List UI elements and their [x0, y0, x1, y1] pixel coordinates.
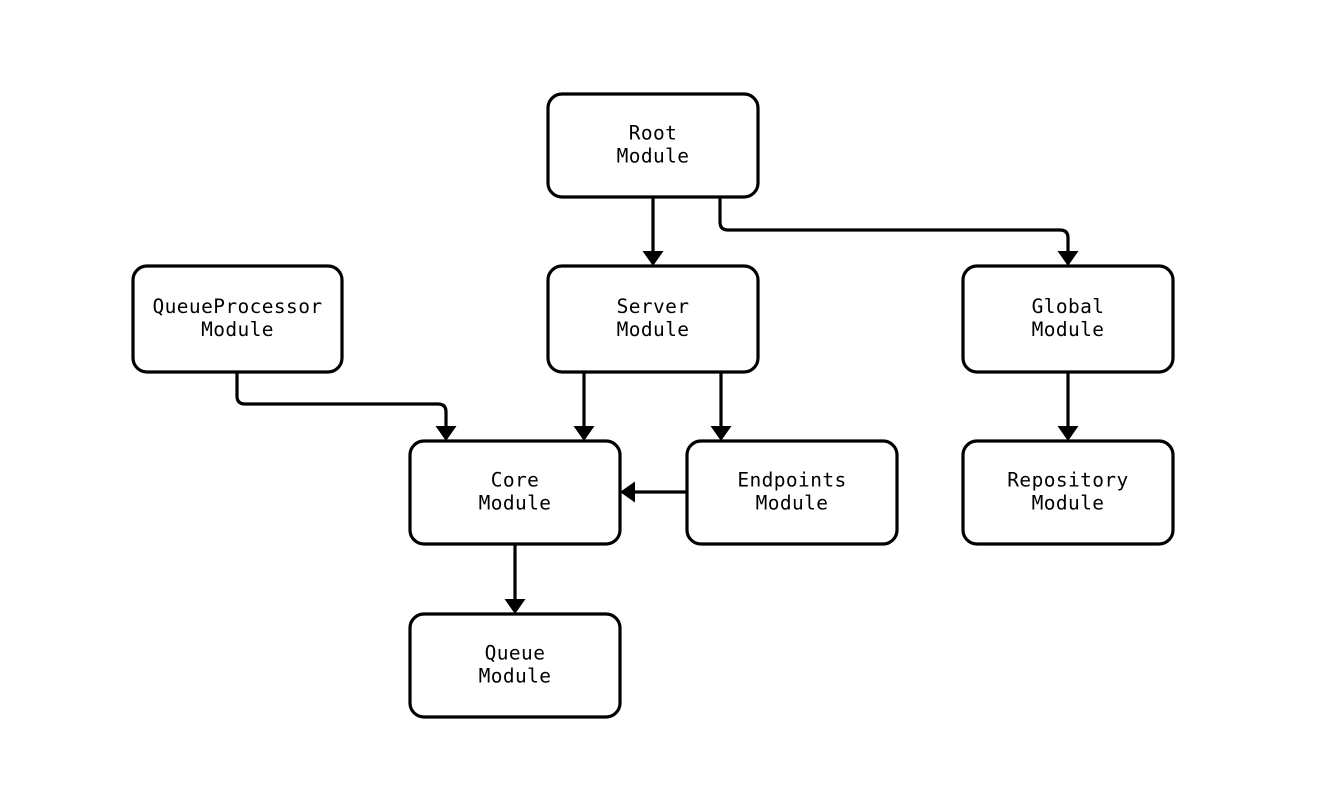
edges-layer [235, 197, 1079, 614]
root-module-node-box[interactable] [546, 92, 760, 199]
queueprocessor-module-node-label-line2: Module [201, 318, 274, 341]
endpoints-module-node-label-line2: Module [756, 492, 829, 515]
edge-server-to-core [573, 372, 595, 441]
repository-module-node-label-line1: Repository [1007, 469, 1128, 492]
edge-global-to-repository-arrowhead-icon [1057, 426, 1079, 441]
global-module-node-box[interactable] [961, 264, 1175, 374]
edge-root-to-global [718, 197, 1079, 266]
edge-root-to-server-arrowhead-icon [642, 251, 664, 266]
queue-module-node-label-line1: Queue [485, 642, 546, 665]
edge-core-to-queue-arrowhead-icon [504, 599, 526, 614]
root-module-node-label-line2: Module [617, 145, 690, 168]
queueprocessor-module-node-label-line1: QueueProcessor [153, 295, 323, 318]
edge-core-to-queue [504, 544, 526, 614]
nodes-layer: RootModuleQueueProcessorModuleServerModu… [131, 92, 1175, 719]
edge-queueprocessor-to-core [235, 372, 457, 441]
edge-endpoints-to-core [620, 481, 687, 503]
repository-module-node-box[interactable] [961, 439, 1175, 546]
edge-queueprocessor-to-core-line [235, 372, 448, 427]
edge-root-to-global-arrowhead-icon [1057, 251, 1079, 266]
server-module-node-label-line1: Server [617, 295, 690, 318]
core-module-node-box[interactable] [408, 439, 622, 546]
edge-queueprocessor-to-core-arrowhead-icon [435, 426, 457, 441]
edge-server-to-endpoints-arrowhead-icon [710, 426, 732, 441]
queue-module-node-box[interactable] [408, 612, 622, 719]
edge-root-to-global-line [718, 197, 1070, 252]
queueprocessor-module-node-box[interactable] [131, 264, 344, 374]
repository-module-node-label-line2: Module [1032, 492, 1105, 515]
global-module-node-label-line2: Module [1032, 318, 1105, 341]
endpoints-module-node-label-line1: Endpoints [737, 469, 846, 492]
edge-server-to-endpoints [710, 372, 732, 441]
edge-root-to-server [642, 197, 664, 266]
edge-endpoints-to-core-arrowhead-icon [620, 481, 635, 503]
server-module-node-box[interactable] [546, 264, 760, 374]
server-module-node-label-line2: Module [617, 318, 690, 341]
edge-server-to-core-arrowhead-icon [573, 426, 595, 441]
edge-global-to-repository [1057, 372, 1079, 441]
endpoints-module-node-box[interactable] [685, 439, 899, 546]
core-module-node-label-line2: Module [479, 492, 552, 515]
core-module-node-label-line1: Core [491, 469, 540, 492]
global-module-node-label-line1: Global [1032, 295, 1105, 318]
queue-module-node-label-line2: Module [479, 665, 552, 688]
root-module-node-label-line1: Root [629, 122, 678, 145]
